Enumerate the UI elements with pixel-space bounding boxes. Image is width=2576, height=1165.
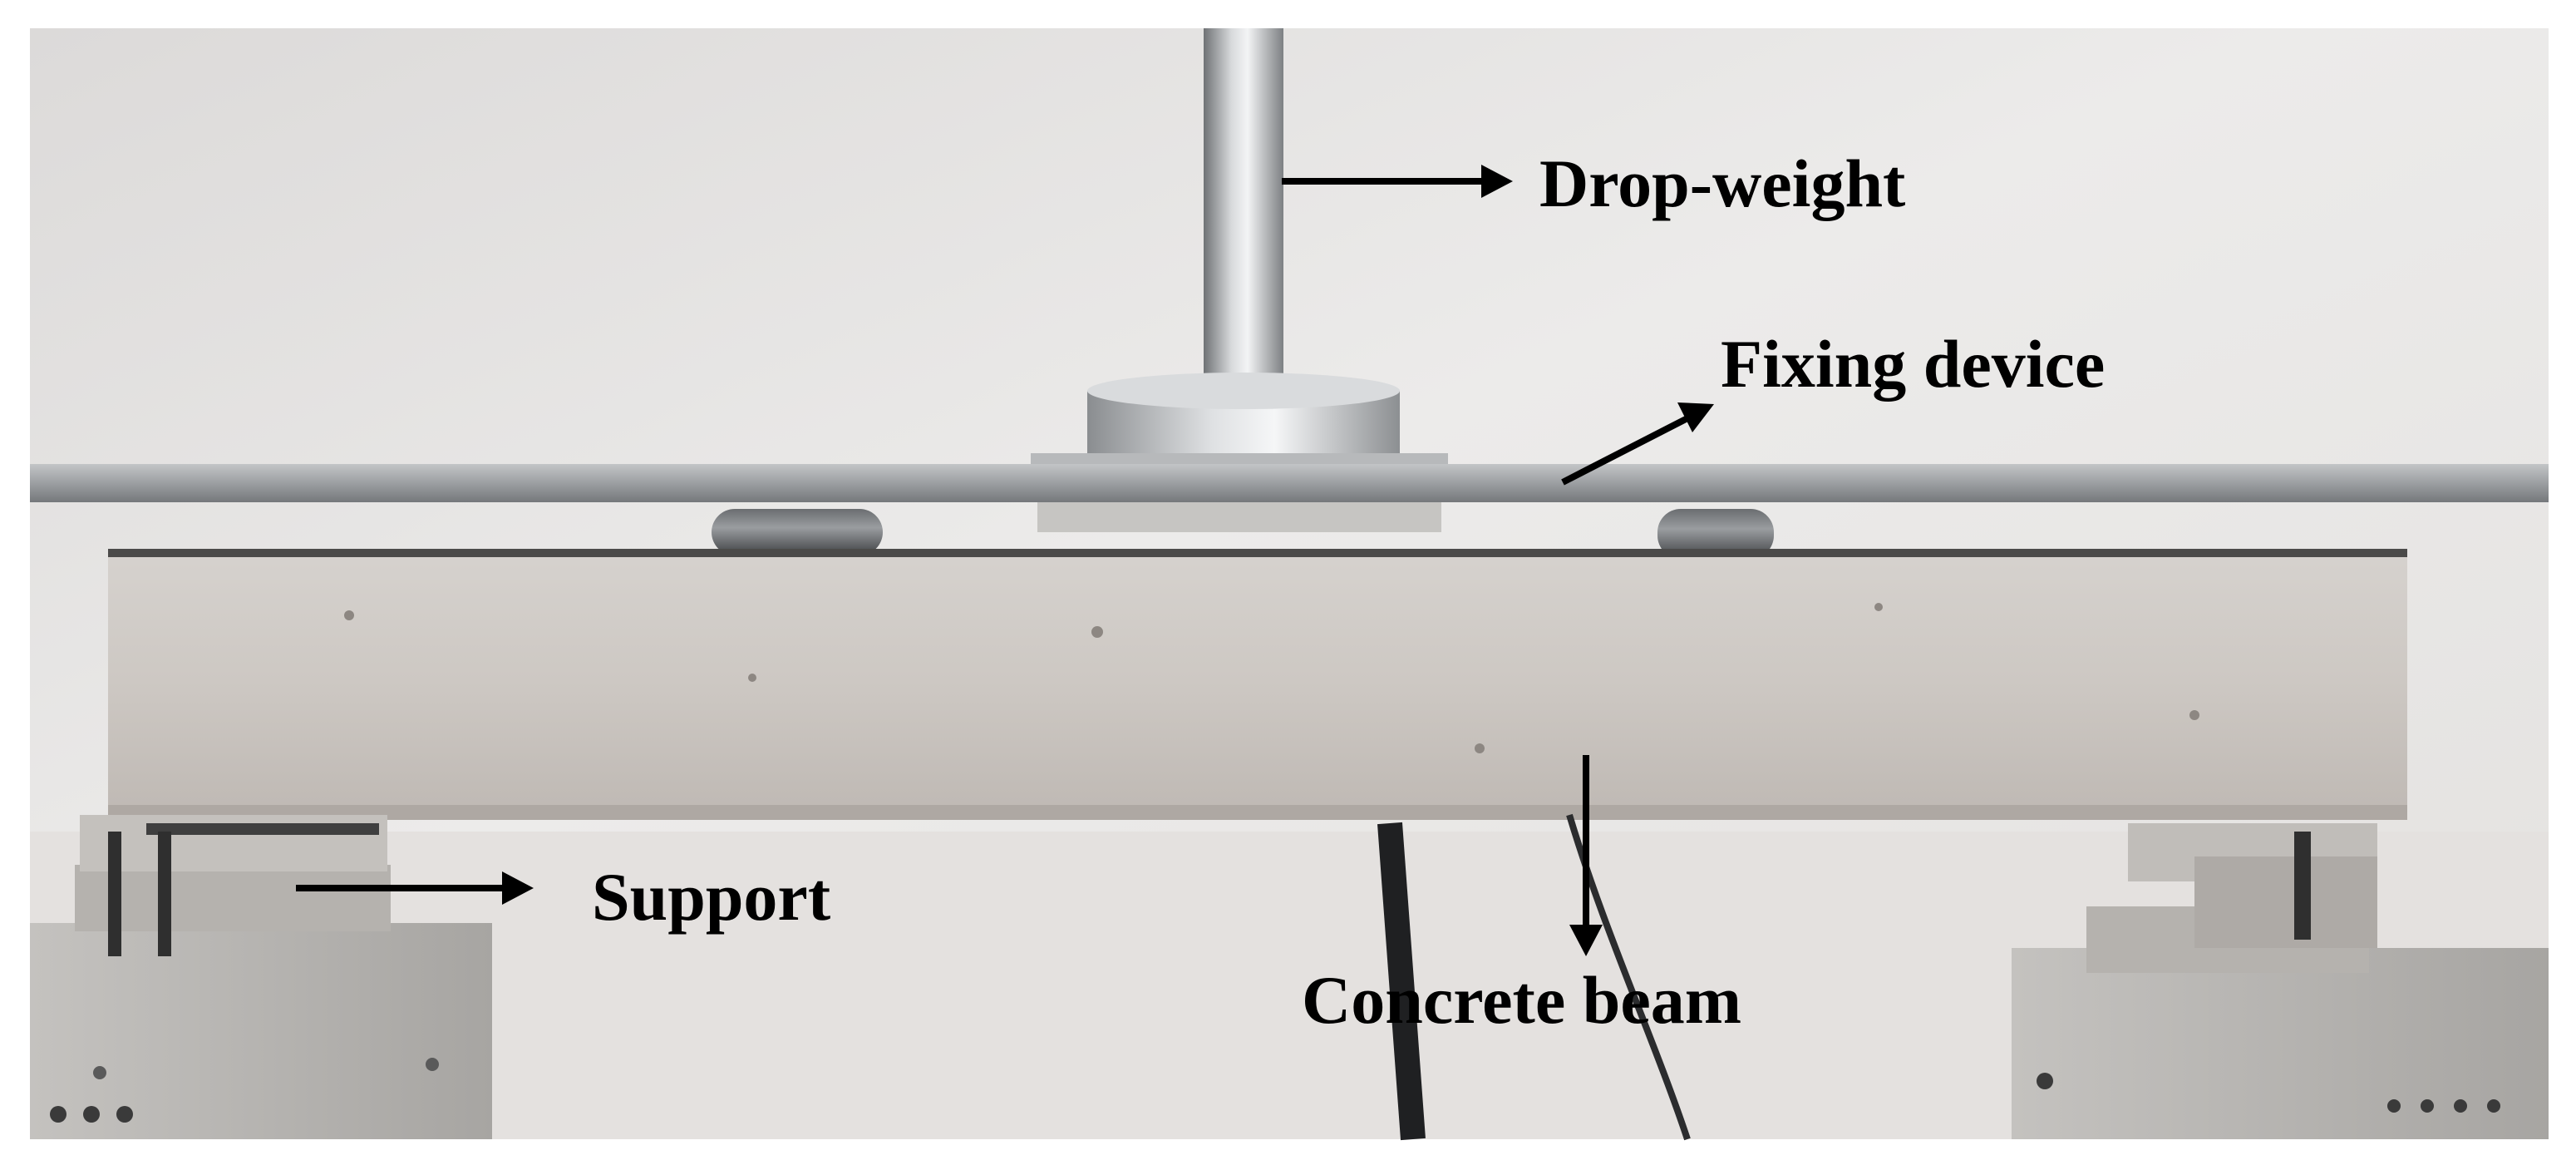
cable-thick	[1377, 822, 1426, 1141]
annotation-support: Support	[296, 859, 830, 935]
support-left	[30, 815, 492, 1139]
roller-right	[1657, 509, 1774, 559]
fixing-device-bar	[30, 464, 2549, 502]
support-label: Support	[592, 859, 830, 935]
fixing-device-label: Fixing device	[1721, 326, 2105, 402]
roller-left	[712, 509, 883, 555]
annotation-drop-weight: Drop-weight	[1282, 146, 1905, 221]
drop-weight-label: Drop-weight	[1539, 146, 1905, 221]
concrete-beam	[108, 549, 2407, 820]
concrete-beam-label: Concrete beam	[1302, 962, 1741, 1038]
annotation-concrete-beam: Concrete beam	[1302, 755, 1741, 1038]
drop-weight-head	[1031, 373, 1448, 532]
annotation-fixing-device: Fixing device	[1561, 326, 2105, 486]
arrow-up-right-icon	[1561, 415, 1689, 486]
support-right	[2012, 823, 2549, 1139]
drop-weight-rod	[1204, 28, 1283, 419]
